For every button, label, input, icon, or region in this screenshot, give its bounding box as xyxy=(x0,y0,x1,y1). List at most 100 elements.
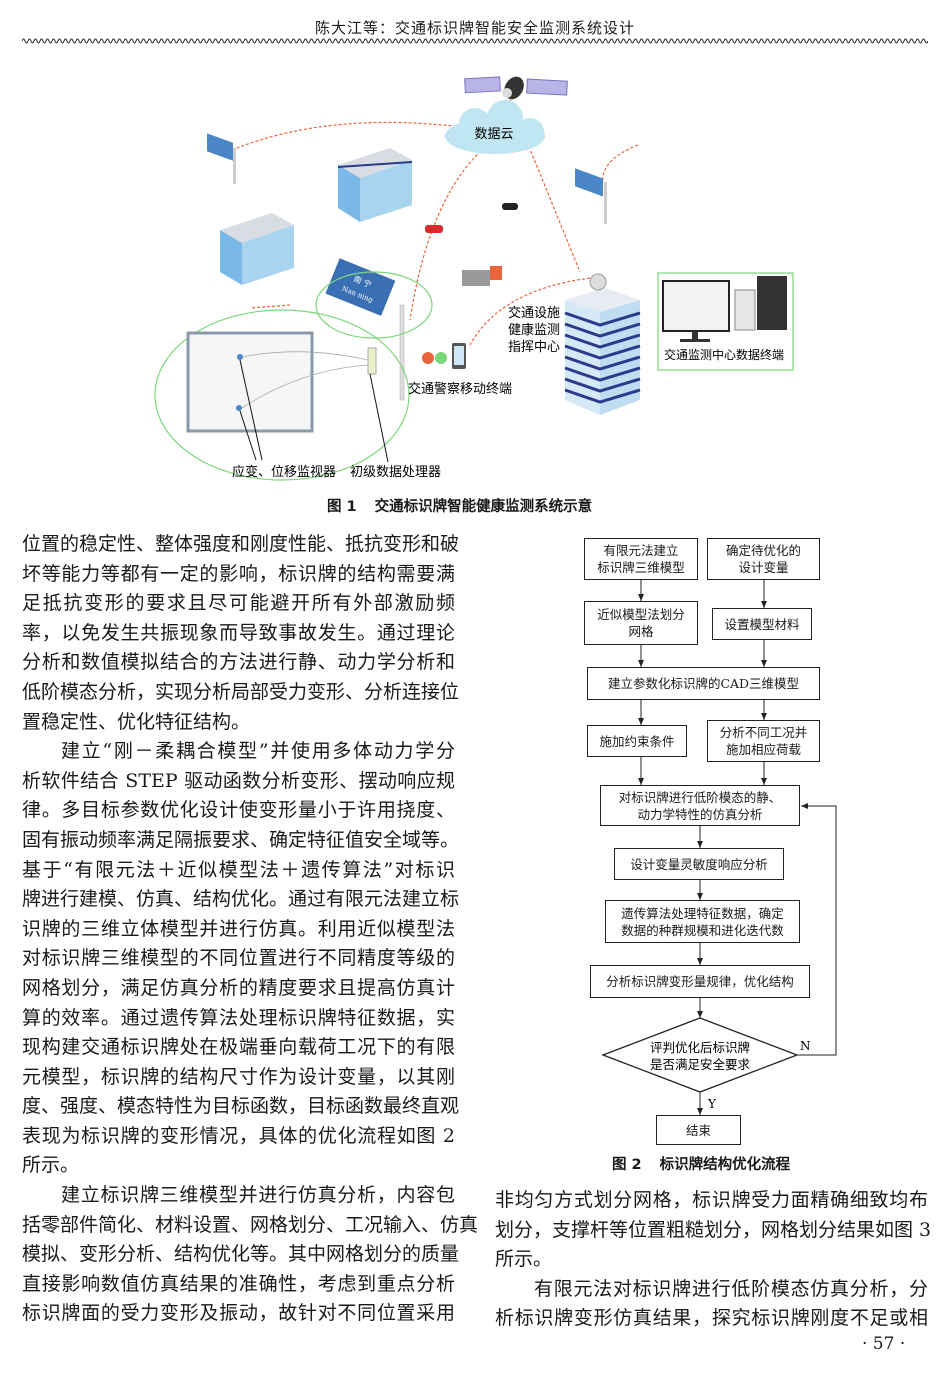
text-line: 建立“刚－柔耦合模型”并使用多体动力学分 xyxy=(61,740,455,763)
decision-diamond xyxy=(601,1017,799,1093)
data-cloud-icon xyxy=(445,100,545,154)
flow-box: 施加约束条件 xyxy=(587,725,687,757)
yes-label: Y xyxy=(707,1097,717,1111)
header-wavy-rule xyxy=(22,38,928,44)
flow-box-label: 遗传算法处理特征数据，确定 xyxy=(621,905,784,921)
text-line: 位置的稳定性、整体强度和刚度性能、抵抗变形和破 xyxy=(22,533,460,555)
building-icon xyxy=(337,148,413,222)
flow-box-label: 标识牌三维模型 xyxy=(597,560,685,575)
flow-box: 有限元法建立标识牌三维模型 xyxy=(584,538,698,580)
data-terminal-label: 交通监测中心数据终端 xyxy=(664,347,784,362)
monitors-label: 应变、位移监视器 xyxy=(232,464,336,480)
decision-label-1: 评判优化后标识牌 xyxy=(650,1040,750,1055)
command-center-label-1: 交通设施 xyxy=(508,305,560,321)
decision-label-2: 是否满足安全要求 xyxy=(650,1057,751,1072)
truck-icon xyxy=(462,266,502,286)
text-line: 度、强度、模态特性为目标函数，目标函数最终直观 xyxy=(22,1095,460,1118)
callout-lines xyxy=(239,359,389,463)
left-text-column: 位置的稳定性、整体强度和刚度性能、抵抗变形和破坏等能力等都有一定的影响，标识牌的… xyxy=(22,530,479,1329)
text-line: 算的效率。通过遗传算法处理标识牌特征数据，实 xyxy=(22,1006,455,1029)
running-header: 陈大江等：交通标识牌智能安全监测系统设计 xyxy=(314,19,635,37)
zoom-ellipse-small xyxy=(315,271,433,339)
text-line: 划分，支撑杆等位置粗糙划分，网格划分结果如图 3 xyxy=(495,1218,932,1241)
car-icon xyxy=(502,203,518,210)
computer-monitor-icon xyxy=(662,280,730,342)
police-terminal-icon xyxy=(422,343,466,369)
page-number: · 57 · xyxy=(862,1334,906,1354)
text-line: 现构建交通标识牌处在极端垂向载荷工况下的有限 xyxy=(22,1036,455,1059)
flow-box: 近似模型法划分网格 xyxy=(584,601,698,645)
building-icon xyxy=(220,213,294,285)
road-sign-icon xyxy=(575,168,607,224)
text-line: 有限元法对标识牌进行低阶模态仿真分析，分 xyxy=(534,1277,928,1300)
text-line: 网格划分，满足仿真分析的精度要求且提高仿真计 xyxy=(22,976,455,999)
text-line: 标识牌面的受力变形及振动，故针对不同位置采用 xyxy=(22,1302,455,1325)
flow-box-label: 分析标识牌变形量规律，优化结构 xyxy=(606,974,794,989)
flow-box: 遗传算法处理特征数据，确定数据的种群规模和进化迭代数 xyxy=(605,900,800,943)
flow-box-label: 分析不同工况并 xyxy=(719,725,808,740)
text-line: 模拟、变形分析、结构优化等。其中网格划分的质量 xyxy=(22,1243,460,1266)
text-line: 直接影响数值仿真结果的准确性，考虑到重点分析 xyxy=(22,1272,455,1295)
flow-box-label: 近似模型法划分 xyxy=(597,607,685,622)
flow-box: 设计变量灵敏度响应分析 xyxy=(614,848,784,880)
text-line: 分析和数值模拟结合的方法进行静、动力学分析和 xyxy=(22,651,455,674)
text-line: 律。多目标参数优化设计使变形量小于许用挠度、 xyxy=(22,799,455,822)
satellite-icon xyxy=(464,76,568,100)
flow-box-label: 施加相应荷载 xyxy=(725,742,801,757)
text-line: 固有振动频率满足隔振要求、确定特征值安全域等。 xyxy=(22,828,460,851)
flow-box-label: 动力学特性的仿真分析 xyxy=(637,806,763,822)
text-line: 识牌的三维立体模型并进行仿真。利用近似模型法 xyxy=(22,917,455,940)
police-terminal-label: 交通警察移动终端 xyxy=(408,381,512,397)
flow-box: 分析不同工况并施加相应荷载 xyxy=(707,720,820,762)
flow-box-label: 设计变量灵敏度响应分析 xyxy=(630,856,768,872)
text-line: 足抵抗变形的要求且尽可能避开所有外部激励频 xyxy=(22,592,455,615)
car-icon xyxy=(425,225,443,233)
strain-sensor-icon xyxy=(237,354,243,360)
sign-pole xyxy=(399,304,405,401)
satellite-dish-icon xyxy=(589,273,607,291)
text-line: 括零部件简化、材料设置、网格划分、工况输入、仿真 xyxy=(22,1213,479,1236)
cloud-label: 数据云 xyxy=(474,127,513,142)
flow-box-label: 网格 xyxy=(628,624,654,639)
command-center-label-2: 健康监测 xyxy=(508,322,560,338)
text-line: 基于“有限元法＋近似模型法＋遗传算法”对标识 xyxy=(22,858,455,881)
data-processor-icon xyxy=(367,347,377,375)
server-icon xyxy=(734,276,787,331)
flow-box-label: 设计变量 xyxy=(738,560,789,575)
figure-1-system-diagram: 数据云 南 宁 Nan ning xyxy=(154,76,794,481)
text-line: 所示。 xyxy=(22,1154,80,1177)
strain-sensor-icon xyxy=(236,405,242,411)
flow-box-label: 确定待优化的 xyxy=(725,543,801,558)
text-line: 建立标识牌三维模型并进行仿真分析，内容包 xyxy=(61,1184,455,1207)
flow-box-label: 建立参数化标识牌的CAD三维模型 xyxy=(607,676,800,691)
text-line: 非均匀方式划分网格，标识牌受力面精确细致均布 xyxy=(495,1189,928,1211)
flow-box-label: 对标识牌进行低阶模态的静、 xyxy=(618,789,782,805)
processor-label: 初级数据处理器 xyxy=(350,465,441,480)
flow-box-label: 设置模型材料 xyxy=(724,616,800,632)
flow-box-label: 有限元法建立 xyxy=(603,543,679,558)
text-line: 坏等能力等都有一定的影响，标识牌的结构需要满 xyxy=(22,562,455,585)
flow-box-end: 结束 xyxy=(656,1115,741,1145)
flow-box: 对标识牌进行低阶模态的静、动力学特性的仿真分析 xyxy=(600,785,800,826)
nanning-sign: 南 宁 Nan ning xyxy=(325,258,396,316)
flow-box: 建立参数化标识牌的CAD三维模型 xyxy=(587,667,820,700)
text-line: 率，以免发生共振现象而导致事故发生。通过理论 xyxy=(22,621,455,644)
road-sign-icon xyxy=(207,133,236,184)
text-line: 析软件结合 STEP 驱动函数分析变形、摆动响应规 xyxy=(22,769,455,792)
text-line: 元模型，标识牌的结构尺寸作为设计变量，以其刚 xyxy=(22,1065,455,1088)
text-line: 置稳定性、优化特征结构。 xyxy=(22,710,251,733)
text-line: 对标识牌三维模型的不同位置进行不同精度等级的 xyxy=(22,947,455,970)
no-label: N xyxy=(800,1039,811,1053)
text-line: 牌进行建模、仿真、结构优化。通过有限元法建立标 xyxy=(22,888,460,911)
command-center-building-icon xyxy=(564,273,641,415)
flow-box-label: 结束 xyxy=(685,1122,711,1138)
flow-box: 设置模型材料 xyxy=(712,608,812,640)
right-text-column: 非均匀方式划分网格，标识牌受力面精确细致均布划分，支撑杆等位置粗糙划分，网格划分… xyxy=(495,1186,932,1334)
zoom-ellipse-large xyxy=(154,309,410,481)
text-line: 表现为标识牌的变形情况，具体的优化流程如图 2 xyxy=(22,1124,455,1147)
flow-box-label: 施加约束条件 xyxy=(599,733,675,749)
flow-box-label: 数据的种群规模和进化迭代数 xyxy=(621,922,784,938)
